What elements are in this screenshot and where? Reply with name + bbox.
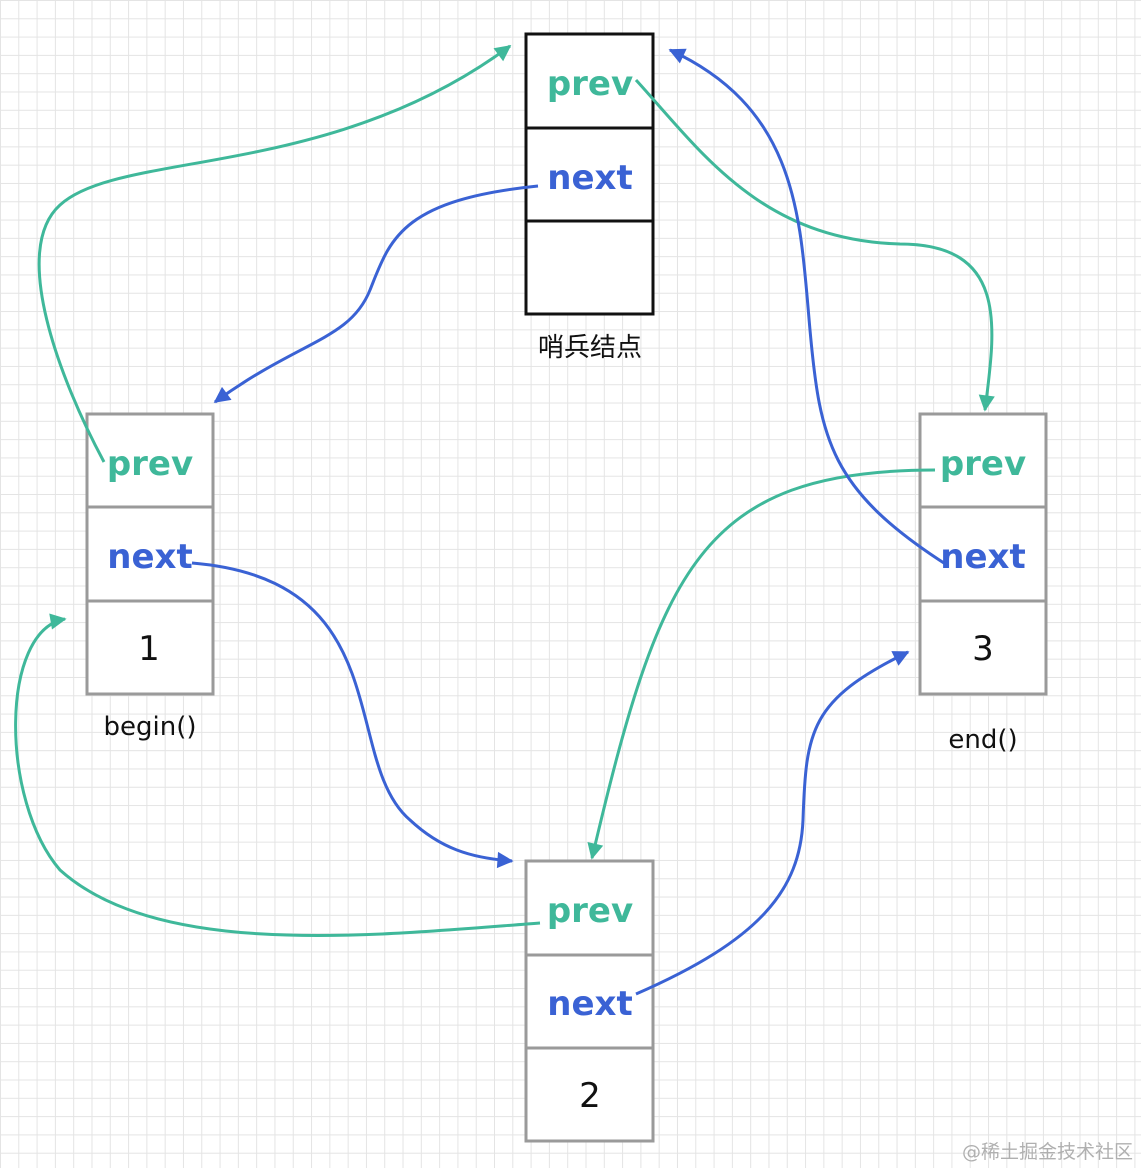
arrow-sentinel-prev-to-node3 bbox=[634, 78, 995, 412]
node-3-value: 3 bbox=[972, 629, 994, 669]
node-3-next-label: next bbox=[940, 537, 1025, 577]
arrow-node1-next-to-node2 bbox=[191, 561, 514, 869]
sentinel-next-label: next bbox=[547, 158, 632, 198]
node-2-value: 2 bbox=[579, 1076, 601, 1116]
node-3-caption: end() bbox=[948, 725, 1017, 755]
sentinel-node: prev next 哨兵结点 bbox=[524, 32, 655, 363]
sentinel-prev-label: prev bbox=[547, 64, 633, 104]
arrow-node3-next-to-sentinel bbox=[668, 48, 948, 567]
node-3-prev-label: prev bbox=[940, 444, 1026, 484]
node-2-next-label: next bbox=[547, 984, 632, 1024]
arrow-node2-prev-to-node1 bbox=[14, 613, 541, 938]
watermark: @稀土掘金技术社区 bbox=[962, 1141, 1133, 1163]
node-2-prev-label: prev bbox=[547, 891, 633, 931]
node-1-next-label: next bbox=[107, 537, 192, 577]
sentinel-caption: 哨兵结点 bbox=[538, 333, 642, 363]
arrow-node1-prev-to-sentinel bbox=[37, 44, 512, 463]
arrow-node2-next-to-node3 bbox=[635, 650, 910, 996]
arrow-sentinel-next-to-node1 bbox=[213, 184, 539, 404]
node-3: prev next 3 end() bbox=[918, 412, 1048, 755]
node-1-caption: begin() bbox=[104, 712, 197, 742]
node-1-prev-label: prev bbox=[107, 444, 193, 484]
node-1-value: 1 bbox=[138, 629, 160, 669]
node-1: prev next 1 begin() bbox=[85, 412, 215, 742]
node-2: prev next 2 bbox=[524, 859, 655, 1143]
